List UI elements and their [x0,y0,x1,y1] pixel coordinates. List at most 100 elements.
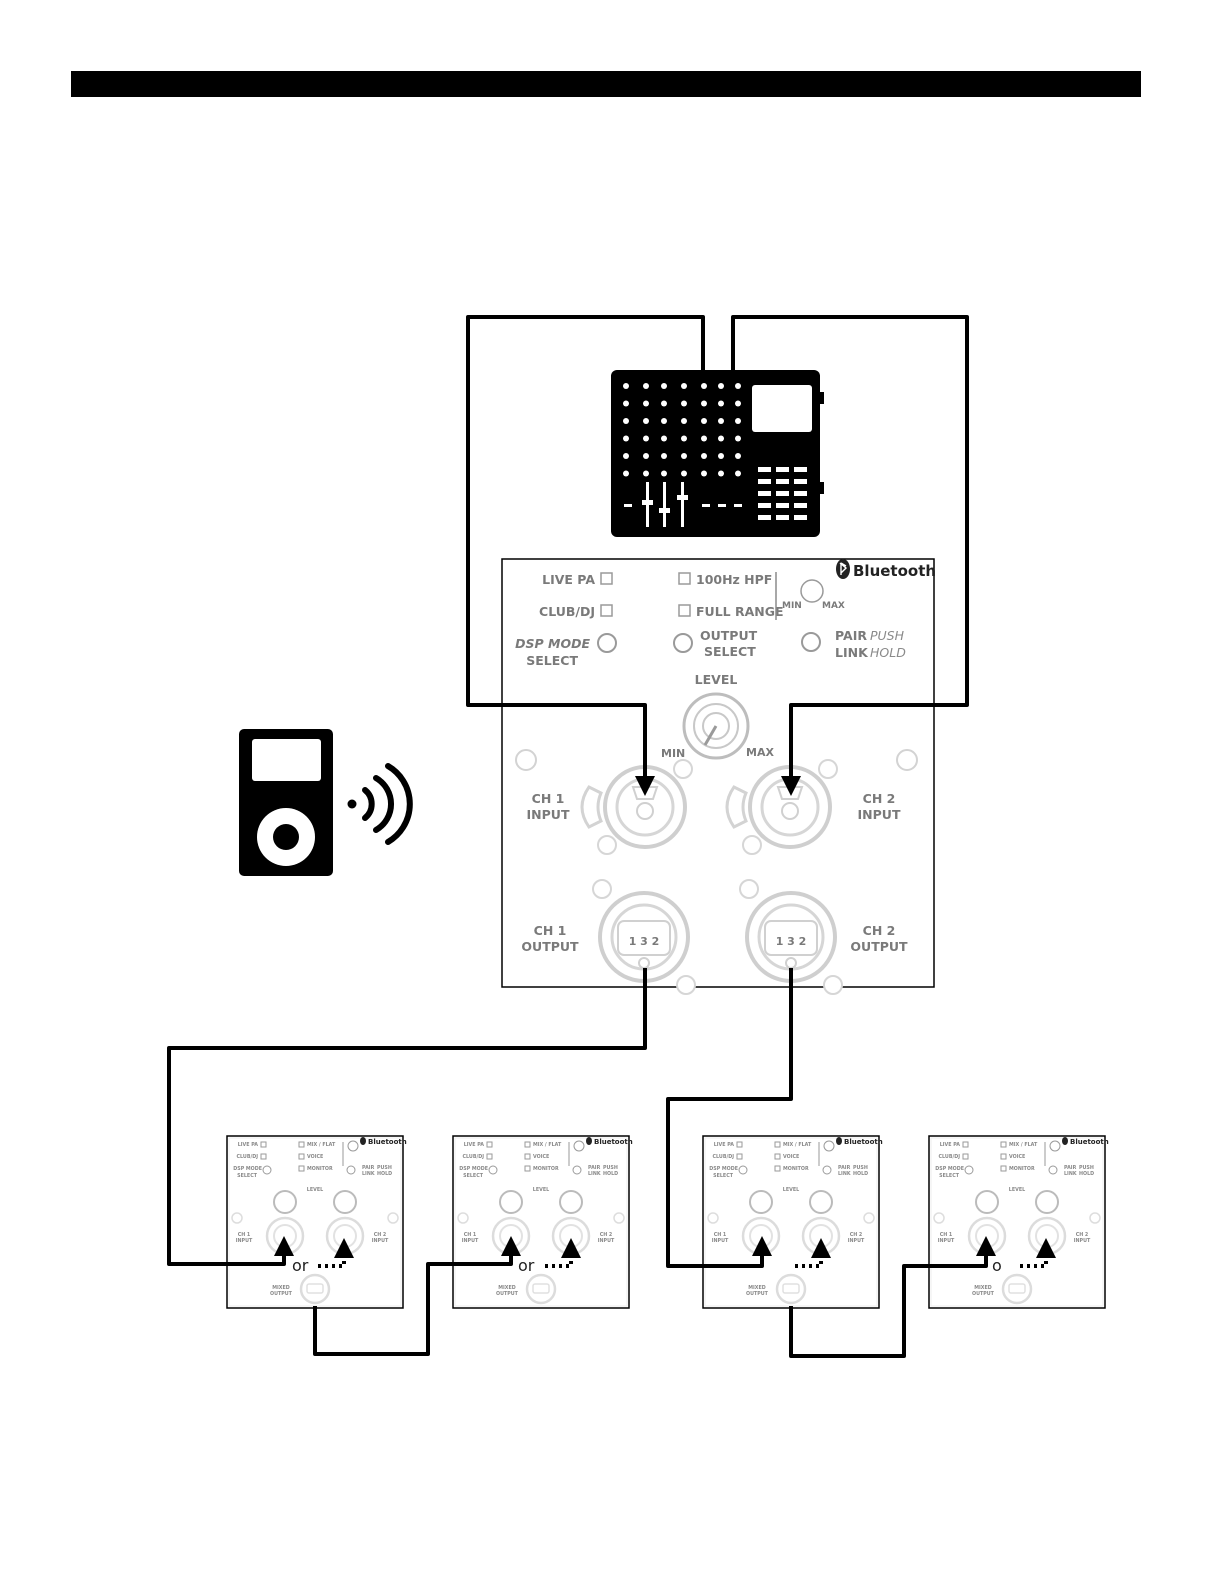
ch1-input-label-b: INPUT [527,807,570,822]
ch1-output-label-a: CH 1 [534,923,567,938]
mini-panel-graphic [451,1134,631,1310]
dsp-mode-label: DSP MODE [515,636,590,651]
mixer-button [794,503,807,508]
mini-ch2-label: CH 2 [850,1232,863,1238]
pair-label: PAIR [835,628,867,643]
mini-input-label: INPUT [462,1238,479,1244]
cable-mixer-to-ch2-input [731,315,969,796]
bluetooth-icon [586,1137,592,1145]
mini-input-label: INPUT [848,1238,865,1244]
bluetooth-music-player-icon [239,729,333,876]
cable-ch1-output-to-speaker-1 [167,968,647,1266]
ch1-output-label-b: OUTPUT [521,939,579,954]
o-label-4: o [992,1256,1002,1275]
mini-live-pa-label: LIVE PA [940,1142,961,1148]
mini-monitor-label: MONITOR [533,1166,559,1172]
mixer-button [794,467,807,472]
header-bar [71,71,1141,97]
mixer-knob [718,470,724,477]
mini-ch2-label: CH 2 [1076,1232,1089,1238]
mini-voice-label: VOICE [1009,1154,1025,1160]
mini-ch2-label: CH 2 [600,1232,613,1238]
mixer-knob [718,453,724,459]
cables [167,315,996,1358]
push-label: PUSH [870,628,905,643]
mini-voice-label: VOICE [533,1154,549,1160]
mini-hold-label: HOLD [377,1171,392,1177]
mini-mixed-label: MIXED [272,1285,290,1291]
mini-ch1-label: CH 1 [238,1232,251,1238]
ch2-output-label-a: CH 2 [863,923,896,938]
pair-link-button[interactable] [801,632,821,652]
mini-input-label: INPUT [236,1238,253,1244]
mixer-button [758,467,771,472]
mini-pair-label: PAIR [838,1165,851,1171]
panel-screw [896,749,918,771]
mixer-knob [701,400,707,407]
mini-hold-label: HOLD [853,1171,868,1177]
mixer-knob [661,470,667,477]
mini-mixed-label: MIXED [974,1285,992,1291]
cable-speaker-1-to-speaker-2 [313,1236,521,1356]
mini-club-dj-label: CLUB/DJ [713,1154,735,1160]
mini-mix-flat-label: MIX / FLAT [307,1142,336,1148]
output-select-label: SELECT [704,644,756,659]
mini-ch1-label: CH 1 [940,1232,953,1238]
full-range-label: FULL RANGE [696,604,784,619]
bluetooth-volume-knob[interactable] [800,579,824,603]
alternative-connections [318,1238,1056,1268]
ch2-output-label-b: OUTPUT [850,939,908,954]
output-select-button[interactable] [673,633,693,653]
live-pa-indicator [600,572,613,585]
mixer-knob [718,383,724,389]
ch2-input-label-a: CH 2 [863,791,896,806]
mixer-knob [623,400,629,407]
mixer-knob [661,453,667,459]
dotted-alt-speaker-4 [1020,1238,1056,1268]
or-label-1: or [292,1256,309,1275]
ch2-input-label-b: INPUT [858,807,901,822]
mixer-knob [735,418,741,424]
mini-level-label: LEVEL [783,1187,799,1193]
mixer-button [776,479,789,484]
mixer-button [758,479,771,484]
mini-dsp-label: DSP MODE [459,1166,488,1172]
mixer-knob [701,470,707,477]
mini-output-label: OUTPUT [746,1291,769,1297]
mixer-knob [623,418,629,424]
mixer-knob [701,418,707,424]
mini-push-label: PUSH [377,1165,392,1171]
mixer-button [776,491,789,496]
mixer-knob [701,435,707,442]
mixer-knob [661,383,667,389]
mixer-icon [611,370,824,537]
mini-panel-graphic [225,1134,405,1310]
mixer-knob [681,435,687,442]
dsp-mode-button[interactable] [597,633,617,653]
main-speaker-panel: Bluetooth LIVE PA CLUB/DJ DSP MODE SELEC… [501,558,936,996]
level-label: LEVEL [695,672,738,687]
hold-label: HOLD [870,645,906,660]
mixer-knob [735,383,741,389]
mini-dsp-label: DSP MODE [233,1166,262,1172]
mini-dsp-label: DSP MODE [709,1166,738,1172]
mini-bluetooth-brand: Bluetooth [844,1138,883,1146]
mini-monitor-label: MONITOR [307,1166,333,1172]
mini-pair-label: PAIR [362,1165,375,1171]
level-knob[interactable] [682,692,750,760]
bluetooth-icon [836,559,850,579]
mini-club-dj-label: CLUB/DJ [237,1154,259,1160]
panel-screw [515,749,537,771]
mini-monitor-label: MONITOR [783,1166,809,1172]
mini-input-label: INPUT [712,1238,729,1244]
hpf-indicator [678,572,691,585]
mini-bluetooth-brand: Bluetooth [594,1138,633,1146]
mini-link-label: LINK [838,1171,851,1177]
mixer-knob [643,453,649,459]
mixer-button [758,515,771,520]
bluetooth-icon [1062,1137,1068,1145]
mixer-knob [681,418,687,424]
